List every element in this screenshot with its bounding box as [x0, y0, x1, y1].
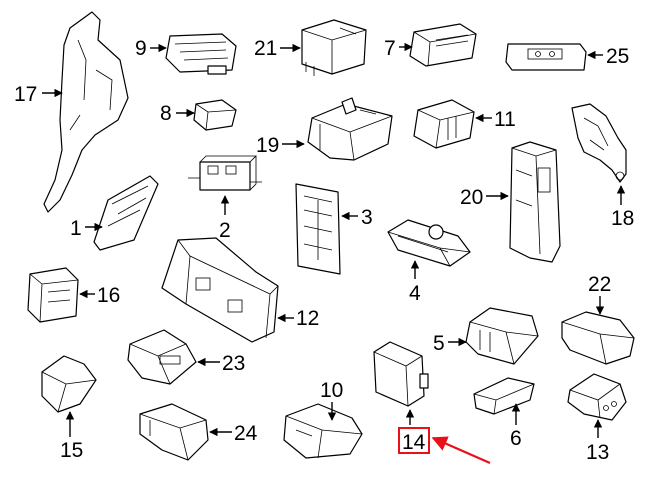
callout-18: 18: [611, 207, 634, 230]
callout-16: 16: [97, 284, 120, 307]
callout-4: 4: [409, 282, 421, 305]
part-25-switch-panel[interactable]: [505, 43, 587, 71]
callout-13: 13: [586, 441, 609, 464]
part-24-bracket[interactable]: [139, 403, 209, 461]
part-8-module[interactable]: [193, 99, 237, 131]
callout-8: 8: [160, 102, 172, 125]
part-9-module[interactable]: [165, 33, 237, 75]
callout-15: 15: [60, 439, 83, 462]
part-19-module[interactable]: [307, 97, 393, 161]
callout-17: 17: [14, 83, 37, 106]
part-17-bracket[interactable]: [43, 11, 129, 213]
part-11-module[interactable]: [413, 99, 475, 149]
part-7-module[interactable]: [409, 23, 477, 67]
callout-24: 24: [234, 422, 258, 445]
highlight-box-14: [398, 427, 430, 454]
callout-9: 9: [135, 37, 147, 60]
callout-1: 1: [70, 217, 82, 240]
part-20-control-unit[interactable]: [509, 141, 561, 263]
part-2-relay[interactable]: [188, 155, 262, 191]
callout-14: 14: [402, 431, 426, 454]
callout-5: 5: [433, 332, 445, 355]
part-14-module[interactable]: [373, 341, 429, 407]
part-16-module[interactable]: [27, 267, 79, 323]
part-10-module[interactable]: [283, 403, 363, 459]
callout-23: 23: [222, 352, 245, 375]
part-1-module[interactable]: [93, 175, 159, 251]
callout-10: 10: [320, 379, 343, 402]
highlight-arrow: [431, 436, 491, 465]
part-23-module[interactable]: [127, 329, 197, 385]
part-13-module[interactable]: [567, 373, 627, 421]
part-5-module[interactable]: [465, 307, 539, 365]
callout-12: 12: [296, 307, 319, 330]
part-15-module[interactable]: [41, 355, 97, 413]
part-3-control-unit[interactable]: [295, 183, 341, 275]
callout-3: 3: [361, 206, 373, 229]
part-4-module[interactable]: [387, 219, 471, 267]
part-18-bracket[interactable]: [571, 103, 627, 183]
callout-7: 7: [384, 37, 396, 60]
callout-6: 6: [510, 427, 522, 450]
callout-25: 25: [606, 45, 629, 68]
callout-22: 22: [588, 273, 611, 296]
callout-20: 20: [460, 186, 483, 209]
part-6-module[interactable]: [473, 377, 535, 415]
callout-2: 2: [219, 219, 231, 242]
callout-19: 19: [256, 134, 279, 157]
part-12-fuse-box[interactable]: [161, 237, 279, 343]
callout-11: 11: [494, 108, 516, 131]
part-22-cover[interactable]: [561, 311, 635, 365]
callout-21: 21: [254, 37, 277, 60]
part-21-module[interactable]: [301, 19, 367, 76]
